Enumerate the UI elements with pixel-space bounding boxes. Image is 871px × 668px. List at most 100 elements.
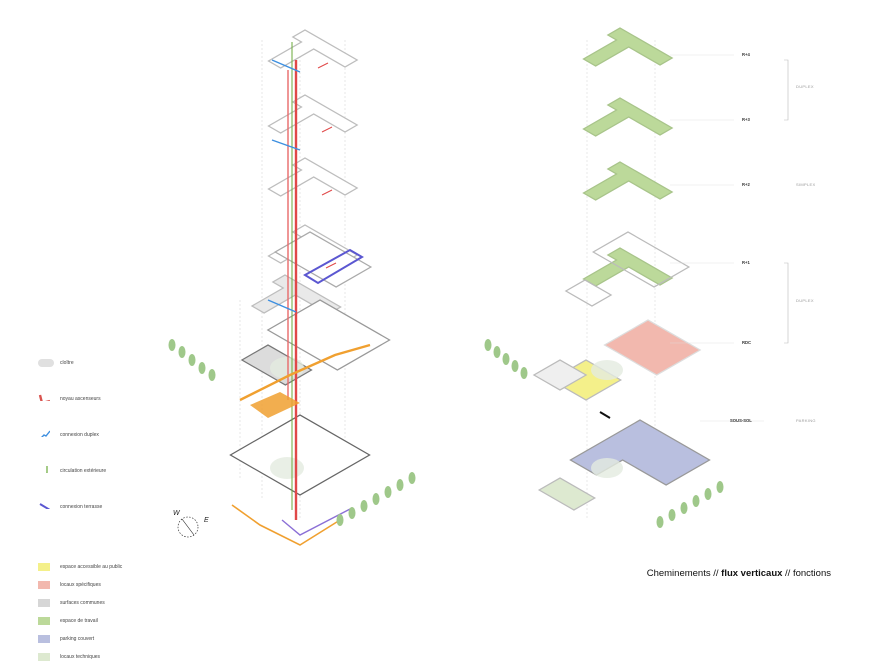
legend-label: parking couvert (60, 636, 95, 642)
elevator-core-icon (38, 394, 50, 401)
access-arrow-icon (599, 411, 611, 419)
tree-icon (668, 509, 676, 521)
terrace-flow-basement (281, 507, 353, 536)
parking-area-slab (569, 419, 711, 486)
duplex-connection-icon (41, 430, 50, 437)
legend-item-communes: surfaces communes (36, 596, 206, 610)
specific-premises (603, 319, 702, 376)
technical-swatch (38, 653, 50, 661)
group-label-parking: PARKING (796, 418, 816, 423)
tree-icon (484, 339, 492, 351)
core-arrow (317, 62, 329, 69)
cloitre-ellipse (591, 458, 623, 478)
common-surface (532, 359, 588, 391)
exterior-circulation-icon (46, 466, 48, 473)
legend-item-noyau: noyau ascenseurs (36, 392, 206, 406)
legend-item-public: espace accessible au public (36, 560, 206, 574)
tree-icon (511, 360, 519, 372)
floor-0 (267, 29, 359, 69)
tree-icon (372, 493, 380, 505)
public-hall (250, 392, 300, 418)
cloitre-ellipse (591, 360, 623, 380)
floor-rdc-right (266, 299, 391, 371)
tree-icon (716, 481, 724, 493)
legend: cloître noyau ascenseurs connexion duple… (36, 356, 206, 668)
legend-label: locaux spécifiques (60, 582, 101, 588)
legend-label: locaux techniques (60, 654, 101, 660)
tree-icon (208, 369, 216, 381)
caption-bold: flux verticaux (721, 568, 783, 579)
cloitre-ellipse (270, 457, 304, 479)
tree-icon (360, 500, 368, 512)
legend-item-duplex: connexion duplex (36, 428, 206, 442)
core-arrow (325, 262, 337, 269)
core-arrow (321, 126, 333, 133)
level-label-rdc: RDC (742, 340, 752, 345)
legend-label: surfaces communes (60, 600, 105, 606)
floor-0-slab (267, 29, 359, 69)
group-label-simplex: SIMPLEX (796, 182, 816, 187)
legend-item-cloitre: cloître (36, 356, 206, 370)
right-axonometric (484, 27, 789, 528)
level-label-r4: R+4 (742, 52, 750, 57)
level-label-r3: R+3 (742, 117, 750, 122)
public-swatch (38, 563, 50, 571)
floor-r1-big-slab (273, 231, 373, 288)
floor-2 (267, 157, 359, 197)
technical-premises-slab (537, 477, 597, 511)
core-arrow (321, 189, 333, 196)
r1-outline (591, 231, 691, 288)
caption-part2: // fonctions (782, 568, 831, 579)
compass-east: E (204, 517, 209, 524)
floor-basement (229, 414, 371, 496)
legend-item-specifiques: locaux spécifiques (36, 578, 206, 592)
cloitre-swatch (38, 359, 54, 367)
tree-icon (348, 507, 356, 519)
duplex-link (267, 299, 297, 313)
legend-item-techniques: locaux techniques (36, 650, 206, 664)
legend-label: connexion terrasse (60, 504, 103, 510)
tree-icon (408, 472, 416, 484)
legend-item-parking: parking couvert (36, 632, 206, 646)
legend-item-terrasse: connexion terrasse (36, 500, 206, 514)
group-label-duplex-top: DUPLEX (796, 84, 814, 89)
tree-icon (396, 479, 404, 491)
common-surface-slab (532, 359, 588, 391)
tree-icon (178, 346, 186, 358)
floor-rdc-right-slab (266, 299, 391, 371)
tree-icon (520, 367, 528, 379)
floor-2-slab (267, 157, 359, 197)
group-bracket (784, 262, 789, 344)
r1-cloister-slab (564, 279, 613, 307)
terrace-connection-icon (39, 503, 50, 509)
floor-basement-slab (229, 414, 371, 496)
floor-r1-big (273, 231, 373, 288)
level-label-r2: R+2 (742, 182, 750, 187)
tree-icon (493, 346, 501, 358)
legend-label: noyau ascenseurs (60, 396, 101, 402)
duplex-link (271, 139, 301, 151)
tree-icon (692, 495, 700, 507)
work-floor-3-slab (582, 247, 674, 287)
parking-swatch (38, 635, 50, 643)
tree-icon (336, 514, 344, 526)
specific-premises-slab (603, 319, 702, 376)
tree-icon (168, 339, 176, 351)
group-bracket (784, 59, 789, 121)
legend-item-exterieure: circulation extérieure (36, 464, 206, 478)
tree-icon (198, 362, 206, 374)
work-swatch (38, 617, 50, 625)
figure-caption: Cheminements // flux verticaux // foncti… (647, 568, 831, 579)
compass-west: W (173, 510, 180, 517)
floor-1-slab (267, 94, 359, 134)
diagram-canvas (168, 27, 789, 546)
legend-label: cloître (60, 360, 74, 366)
left-axonometric (168, 29, 416, 546)
work-floor-0-slab (582, 27, 674, 67)
work-floor-1 (582, 97, 674, 137)
public-flow-basement (231, 504, 341, 546)
technical-premises (537, 477, 597, 511)
legend-label: espace de travail (60, 618, 98, 624)
common-swatch (38, 599, 50, 607)
work-floor-2 (582, 161, 674, 201)
